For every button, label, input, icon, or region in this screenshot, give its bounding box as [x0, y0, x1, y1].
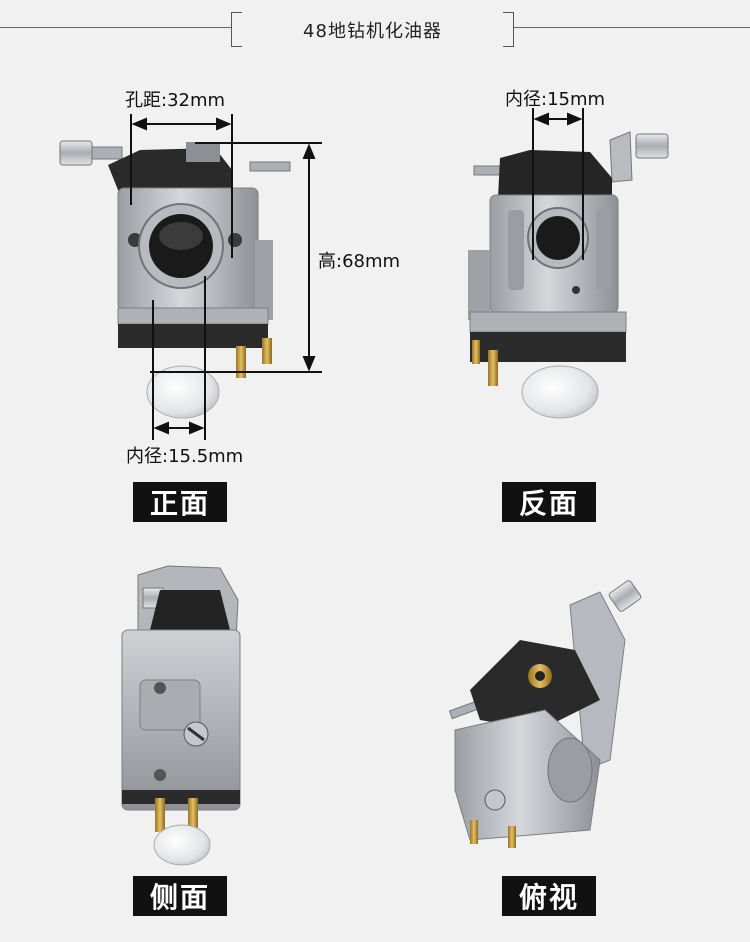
front-view-group — [59, 140, 291, 419]
height-label: 高:68mm — [318, 251, 401, 272]
header-rule-left — [0, 27, 231, 28]
inner-diameter-back-label: 内径:15mm — [505, 89, 606, 110]
header-rule-right — [514, 27, 750, 28]
back-view-label: 反面 — [502, 482, 596, 522]
front-view-label: 正面 — [133, 482, 227, 522]
hole-distance-label: 孔距:32mm — [125, 90, 226, 111]
inner-diameter-front-label: 内径:15.5mm — [126, 446, 244, 467]
side-view-label: 侧面 — [133, 876, 227, 916]
page-title: 48地钻机化油器 — [303, 20, 442, 42]
title-frame: 48地钻机化油器 — [231, 12, 514, 47]
top-view-label: 俯视 — [502, 876, 596, 916]
top-view-group — [448, 580, 642, 848]
side-view-group — [121, 565, 241, 866]
back-view-group — [468, 131, 669, 419]
